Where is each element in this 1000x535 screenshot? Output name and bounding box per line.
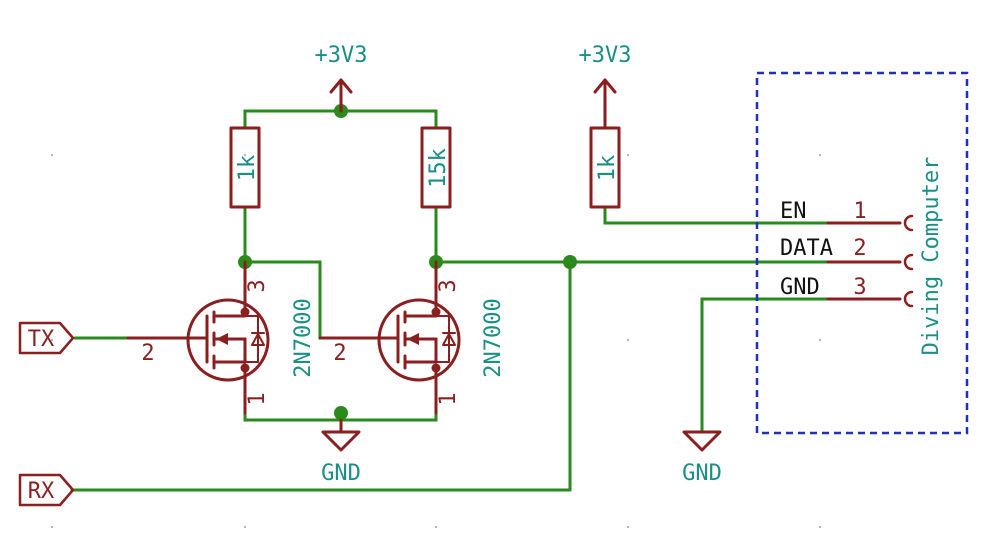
grid-dots (50, 153, 822, 529)
port-tx-label: TX (28, 327, 55, 352)
connector-pin-2-name: DATA (780, 236, 833, 261)
port-rx: RX (18, 473, 75, 507)
resistor-r2: 15k (420, 126, 452, 209)
connector-label: Diving Computer (919, 157, 944, 356)
port-tx: TX (18, 321, 75, 355)
q1-pin-gate: 2 (141, 341, 154, 366)
vcc-symbol-2: +3V3 (579, 43, 632, 130)
vcc-label-1: +3V3 (315, 43, 368, 68)
connector-outline (755, 71, 969, 435)
mosfet-q1: 2 3 1 2N7000 (126, 260, 316, 415)
q2-value: 2N7000 (481, 298, 506, 377)
resistor-r1: 1k (229, 126, 261, 209)
connector-diving-computer: Diving Computer EN 1 DATA 2 GND 3 (755, 71, 969, 435)
connector-pin-3-name: GND (780, 275, 820, 300)
connector-pin-3-number: 3 (853, 275, 866, 300)
resistor-r3: 1k (589, 126, 621, 209)
vcc-label-2: +3V3 (579, 43, 632, 68)
gnd-label-1: GND (321, 461, 361, 486)
gnd-label-2: GND (682, 461, 722, 486)
resistor-r3-value: 1k (595, 155, 620, 182)
connector-pin-1-name: EN (780, 199, 807, 224)
connector-pin-1-number: 1 (853, 199, 866, 224)
q1-pin-source: 1 (245, 392, 270, 405)
port-rx-label: RX (28, 479, 55, 504)
q2-pin-gate: 2 (333, 341, 346, 366)
gnd-symbol-2: GND (682, 430, 722, 486)
resistor-r2-value: 15k (426, 148, 451, 188)
q2-pin-source: 1 (436, 392, 461, 405)
connector-pin-2-number: 2 (853, 236, 866, 261)
q1-pin-drain: 3 (245, 279, 270, 292)
gnd-symbol-1: GND (321, 418, 361, 486)
mosfet-q2: 2 3 1 2N7000 (318, 260, 506, 415)
resistor-r1-value: 1k (235, 155, 260, 182)
q1-value: 2N7000 (291, 298, 316, 377)
vcc-symbol-1: +3V3 (315, 43, 368, 113)
q2-pin-drain: 3 (436, 279, 461, 292)
